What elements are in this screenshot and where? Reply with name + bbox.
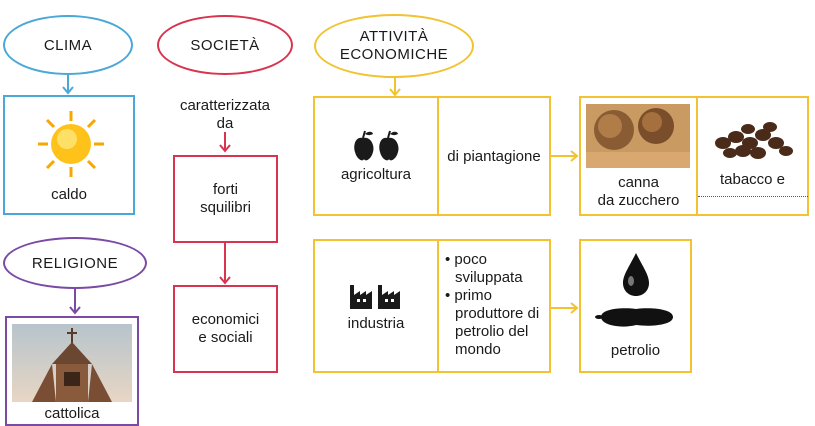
canna-label: canna da zucchero	[597, 174, 680, 209]
societa-oval: SOCIETÀ	[157, 15, 293, 75]
agricoltura-detail-cell: di piantagione	[439, 98, 549, 214]
industria-bullet-1-text: poco sviluppata	[454, 251, 523, 286]
agricoltura-label: agricoltura	[340, 165, 412, 183]
industria-bullet-2-text: primo produttore di petrolio del mondo	[454, 287, 540, 358]
societa-connector-text: caratterizzata da	[179, 97, 271, 132]
clima-oval: CLIMA	[3, 15, 133, 75]
apples-icon	[354, 130, 399, 160]
industria-label: industria	[347, 314, 405, 332]
factory-icon	[350, 284, 400, 309]
oil-drop-icon	[595, 253, 673, 327]
agricoltura-box: agricoltura di piantagione	[313, 96, 551, 216]
societa-box-2: economici e sociali	[173, 285, 278, 373]
petrolio-box: petrolio	[579, 239, 692, 373]
societa-box-1: forti squilibri	[173, 155, 278, 243]
coffee-beans-icon	[714, 122, 793, 159]
attivita-oval: ATTIVITÀ ECONOMICHE	[314, 14, 474, 78]
religione-box: cattolica	[5, 316, 139, 426]
agricoltura-detail: di piantagione	[447, 147, 541, 165]
tabacco-label: tabacco e	[719, 171, 786, 188]
prodotti-divider	[696, 98, 698, 214]
prodotti-agricoli-box: canna da zucchero tabacco e	[579, 96, 809, 216]
industria-cell: industria	[315, 241, 437, 371]
religione-title: RELIGIONE	[31, 254, 119, 272]
religione-oval: RELIGIONE	[3, 237, 147, 289]
attivita-title: ATTIVITÀ ECONOMICHE	[339, 28, 449, 63]
church-photo	[12, 324, 132, 402]
clima-box: caldo	[3, 95, 135, 215]
industria-bullet-1: • poco sviluppata	[445, 251, 523, 286]
agricoltura-cell: agricoltura	[315, 98, 437, 214]
industria-divider	[437, 241, 439, 371]
clima-title: CLIMA	[43, 36, 93, 54]
canna-cell: canna da zucchero	[581, 98, 696, 214]
clima-value: caldo	[51, 186, 87, 203]
fill-in-blank	[697, 190, 808, 197]
religione-value: cattolica	[44, 405, 100, 422]
sugarcane-photo	[586, 104, 690, 168]
industria-box: industria • poco sviluppata • primo prod…	[313, 239, 551, 373]
societa-box-1-text: forti squilibri	[200, 181, 251, 216]
sun-icon	[38, 111, 104, 177]
industria-bullets: • poco sviluppata • primo produttore di …	[445, 251, 549, 359]
agricoltura-divider	[437, 98, 439, 214]
tabacco-cell: tabacco e	[697, 98, 808, 214]
societa-title: SOCIETÀ	[190, 36, 260, 54]
societa-box-2-text: economici e sociali	[191, 311, 260, 346]
petrolio-label: petrolio	[610, 342, 661, 359]
industria-bullet-2: • primo produttore di petrolio del mondo	[445, 287, 540, 358]
